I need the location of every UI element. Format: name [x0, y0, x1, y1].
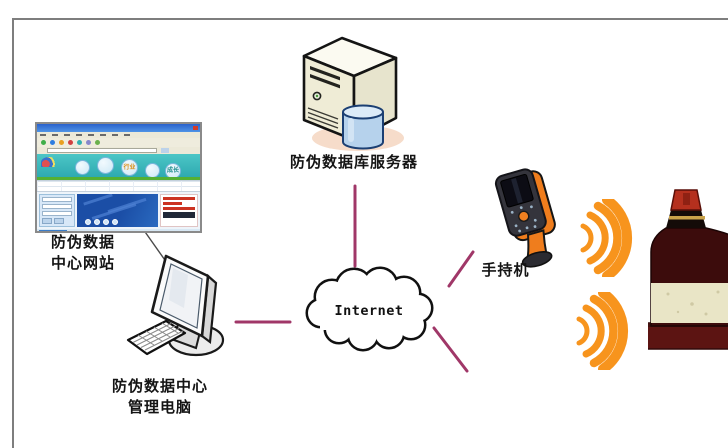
site-bubble [97, 157, 114, 174]
site-bubble: 行业 [121, 159, 138, 176]
site-grass-strip [37, 177, 200, 180]
browser-menubar [37, 132, 200, 138]
login-button [42, 218, 52, 224]
label-website-line1: 防伪数据 [50, 233, 115, 251]
label-website: 防伪数据 中心网站 [28, 232, 138, 274]
database-server-icon [302, 36, 404, 151]
footer-tag [39, 230, 67, 231]
browser-addressbar [37, 147, 200, 154]
ad-text-line [163, 202, 183, 205]
browser-toolbar [37, 138, 200, 147]
internet-cloud: Internet [305, 266, 434, 352]
internet-label: Internet [334, 303, 403, 319]
site-ad-panel [160, 194, 198, 227]
login-input [42, 197, 72, 202]
site-header-banner: 行业 成长 [37, 154, 200, 180]
toolbar-icon [77, 140, 82, 145]
ad-text-line [163, 197, 195, 200]
close-icon [193, 126, 198, 130]
label-website-line2: 中心网站 [50, 254, 115, 272]
site-login-panel [39, 194, 75, 227]
rf-waves-lower-icon [576, 292, 629, 370]
site-logo-icon [41, 157, 57, 167]
label-computer-line2: 管理电脑 [127, 398, 192, 416]
label-server: 防伪数据库服务器 [289, 153, 418, 171]
toolbar-icon [86, 140, 91, 145]
banner-dots [85, 219, 118, 225]
rf-waves-upper-icon [580, 199, 633, 277]
site-main-banner [77, 194, 158, 227]
monitor-icon [150, 254, 225, 357]
site-bubble [145, 163, 160, 178]
login-input [42, 211, 72, 216]
label-computer-line1: 防伪数据中心 [111, 377, 208, 395]
toolbar-icon [95, 140, 100, 145]
keyboard-icon [126, 319, 187, 356]
label-handheld: 手持机 [481, 261, 530, 279]
handheld-reader-icon [494, 168, 556, 268]
tagged-bottle-icon [648, 189, 728, 350]
site-content [37, 192, 200, 229]
toolbar-icon [50, 140, 55, 145]
browser-thumbnail: 行业 成长 [35, 122, 202, 233]
site-nav-rows [37, 180, 200, 192]
ad-image-block [163, 212, 195, 218]
toolbar-icon [41, 140, 46, 145]
login-input [42, 204, 72, 209]
diagram-frame [12, 18, 728, 448]
label-computer: 防伪数据中心 管理电脑 [85, 376, 235, 418]
login-button [54, 218, 64, 224]
site-bubble [75, 160, 90, 175]
address-field [47, 148, 157, 153]
go-icon [161, 148, 169, 153]
site-footer-strip [37, 229, 200, 231]
management-computer-icon [126, 254, 225, 357]
toolbar-icon [68, 140, 73, 145]
toolbar-icon [59, 140, 64, 145]
browser-titlebar [37, 124, 200, 132]
ad-text-line [163, 207, 195, 210]
